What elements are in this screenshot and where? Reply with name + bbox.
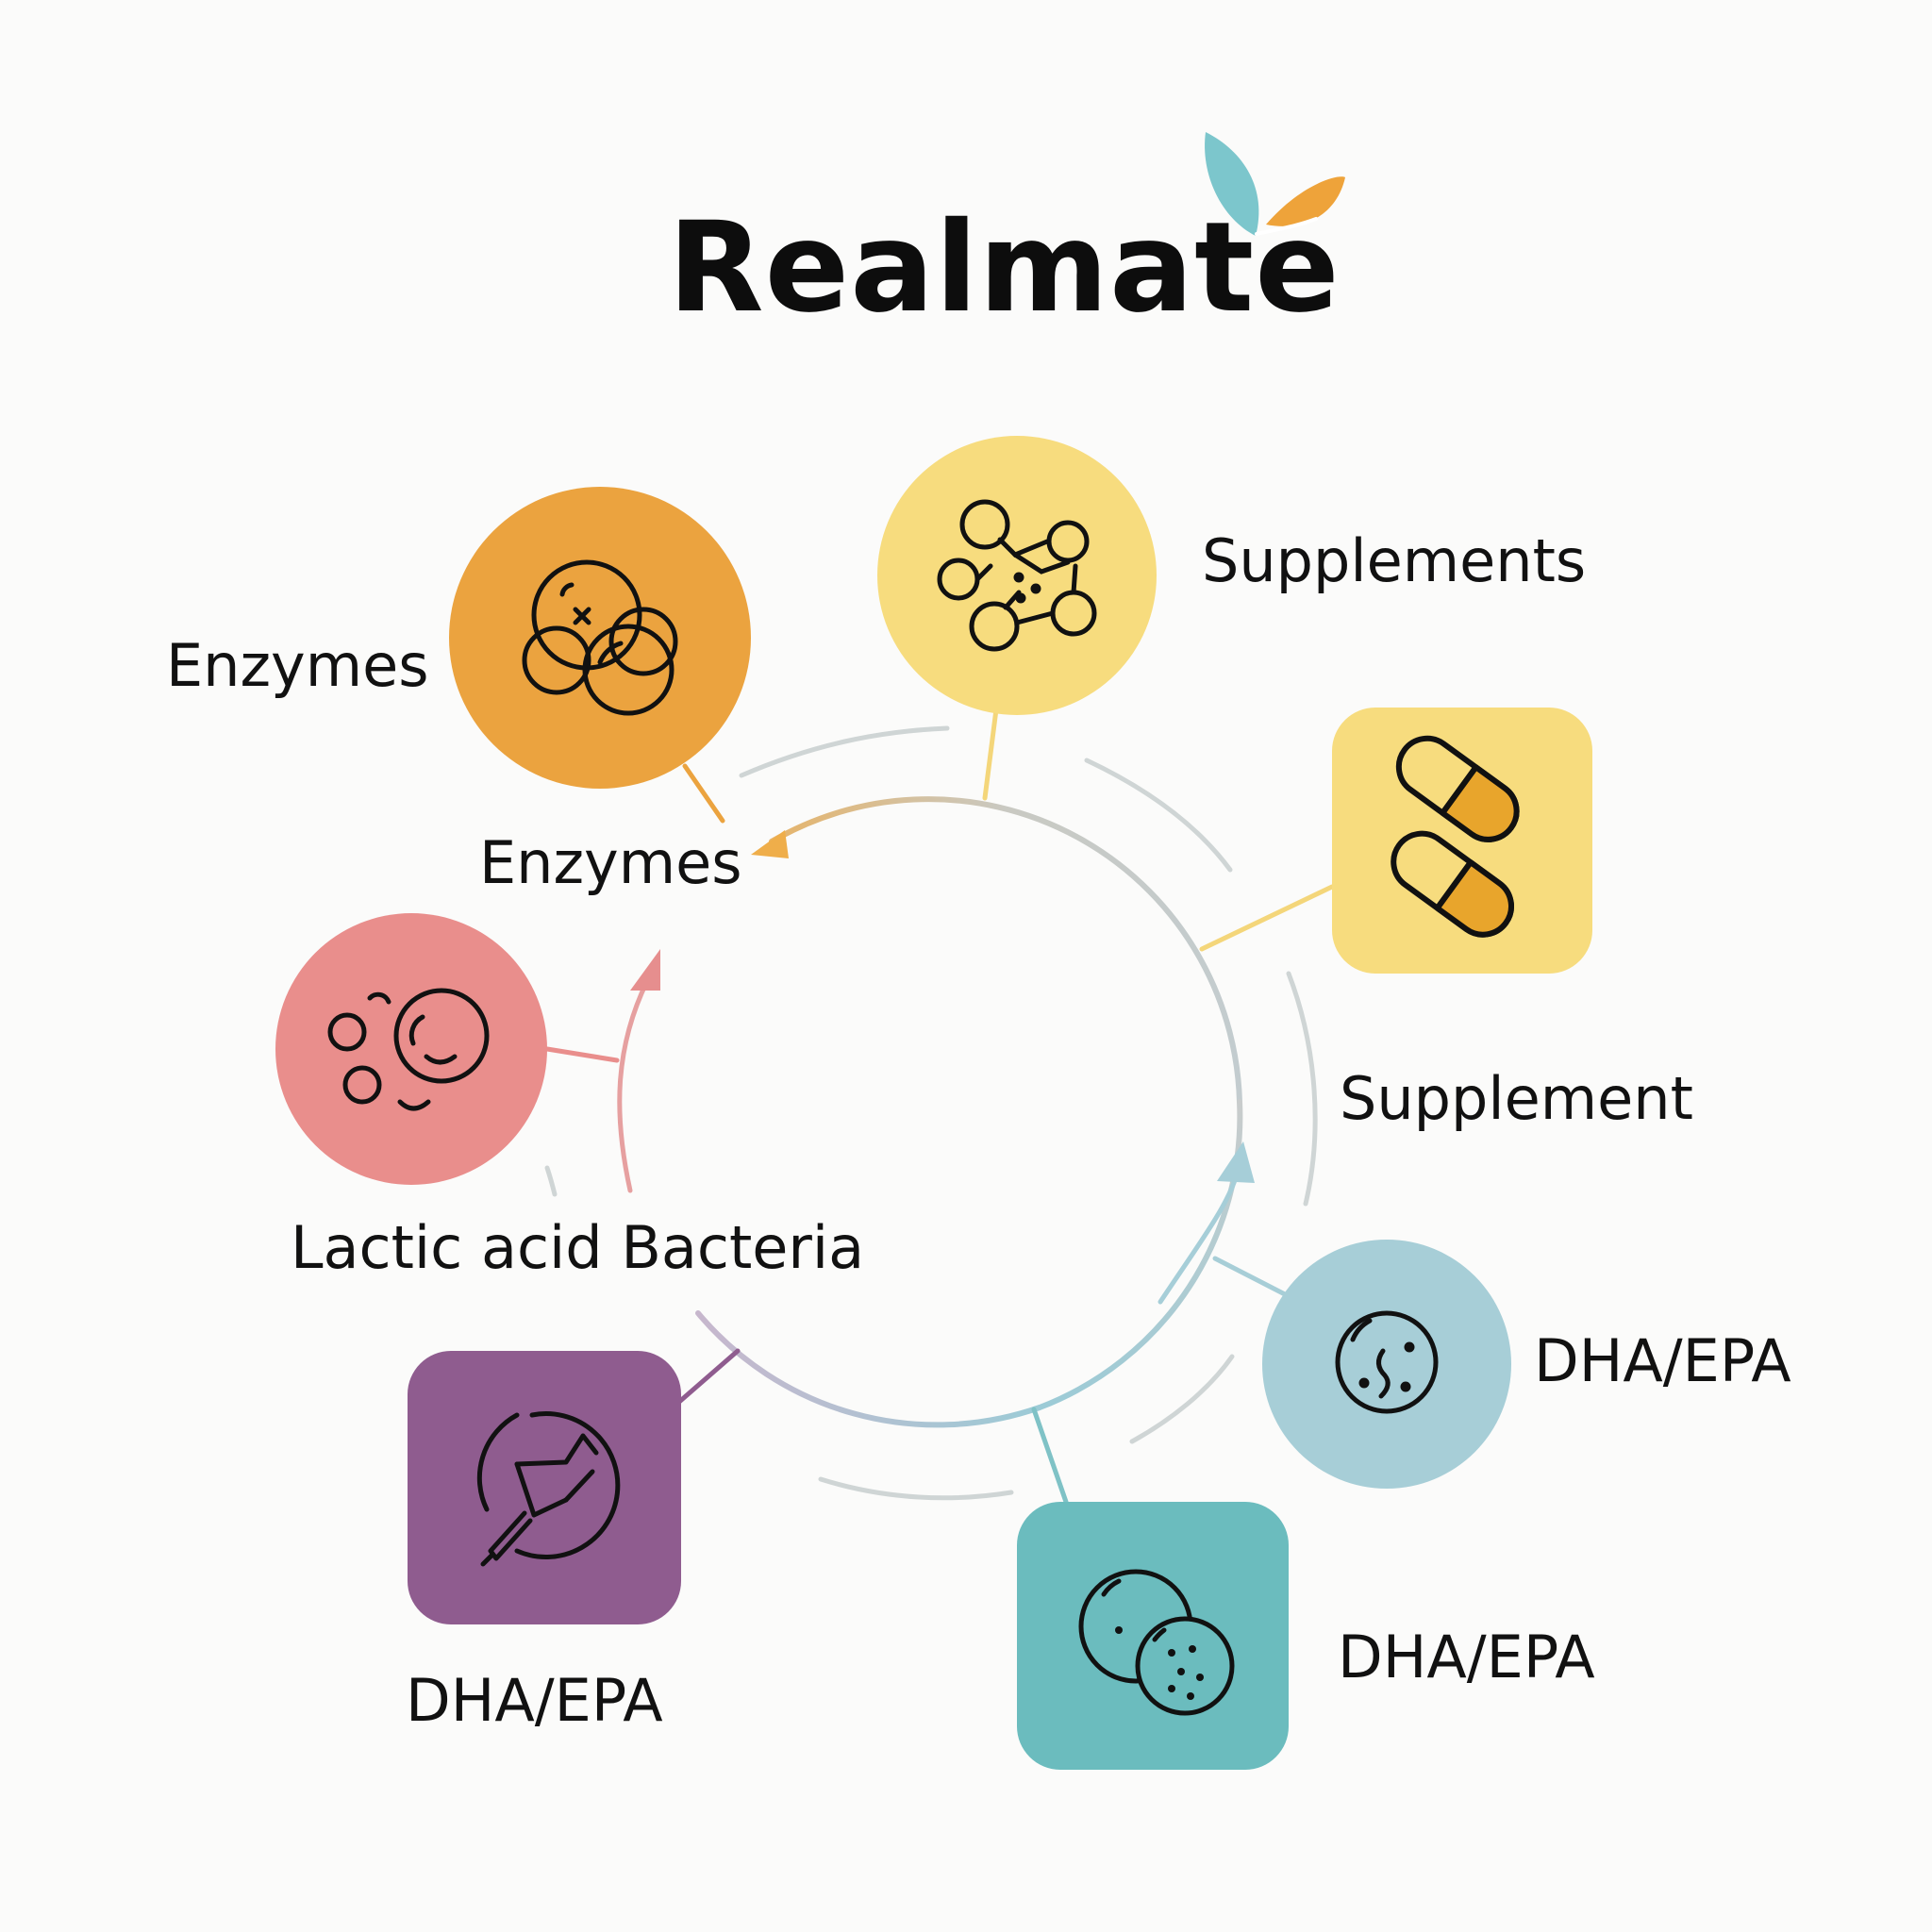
outer-faint-arcs <box>544 725 1318 1501</box>
label-dha-epa-right: DHA/EPA <box>1534 1326 1791 1395</box>
arrow-dha-up <box>1158 1141 1255 1305</box>
connector-lines <box>544 707 1335 1505</box>
node-dha-epa-teal <box>1017 1502 1289 1770</box>
bacteria-circle <box>275 913 547 1185</box>
node-enzymes <box>449 487 751 789</box>
label-enzymes: Enzymes <box>166 631 429 700</box>
label-supplement: Supplement <box>1340 1064 1693 1133</box>
dropper-icon <box>476 1411 621 1567</box>
enzyme-cluster-icon <box>522 559 678 716</box>
molecule-icon <box>937 499 1097 652</box>
dha-epa-light-circle <box>1262 1240 1511 1489</box>
node-dha-epa-purple <box>408 1351 681 1624</box>
label-dha-epa-teal: DHA/EPA <box>1338 1623 1595 1691</box>
label-enzymes-inner: Enzymes <box>479 828 742 897</box>
brand-title: Realmate <box>668 195 1341 341</box>
dha-epa-purple-square <box>408 1351 681 1624</box>
node-supplement <box>1332 708 1592 974</box>
node-supplements <box>877 436 1157 715</box>
inner-cycle-ring <box>695 796 1243 1428</box>
arrow-into-enzymes <box>751 830 789 858</box>
arrow-bacteria-up <box>617 949 660 1193</box>
petri-dish-icon <box>1335 1310 1439 1414</box>
capsules-icon <box>1391 735 1520 938</box>
supplement-square <box>1332 708 1592 974</box>
bacteria-bubbles-icon <box>327 988 490 1111</box>
label-supplements: Supplements <box>1202 526 1587 595</box>
label-lactic-acid-bacteria: Lactic acid Bacteria <box>291 1213 865 1282</box>
dotted-cells-icon <box>1078 1569 1235 1716</box>
node-lactic-acid-bacteria <box>275 913 547 1185</box>
node-dha-epa-circle <box>1262 1240 1511 1489</box>
leaf-logo-icon <box>1205 132 1345 236</box>
label-dha-epa-purple: DHA/EPA <box>406 1666 663 1735</box>
